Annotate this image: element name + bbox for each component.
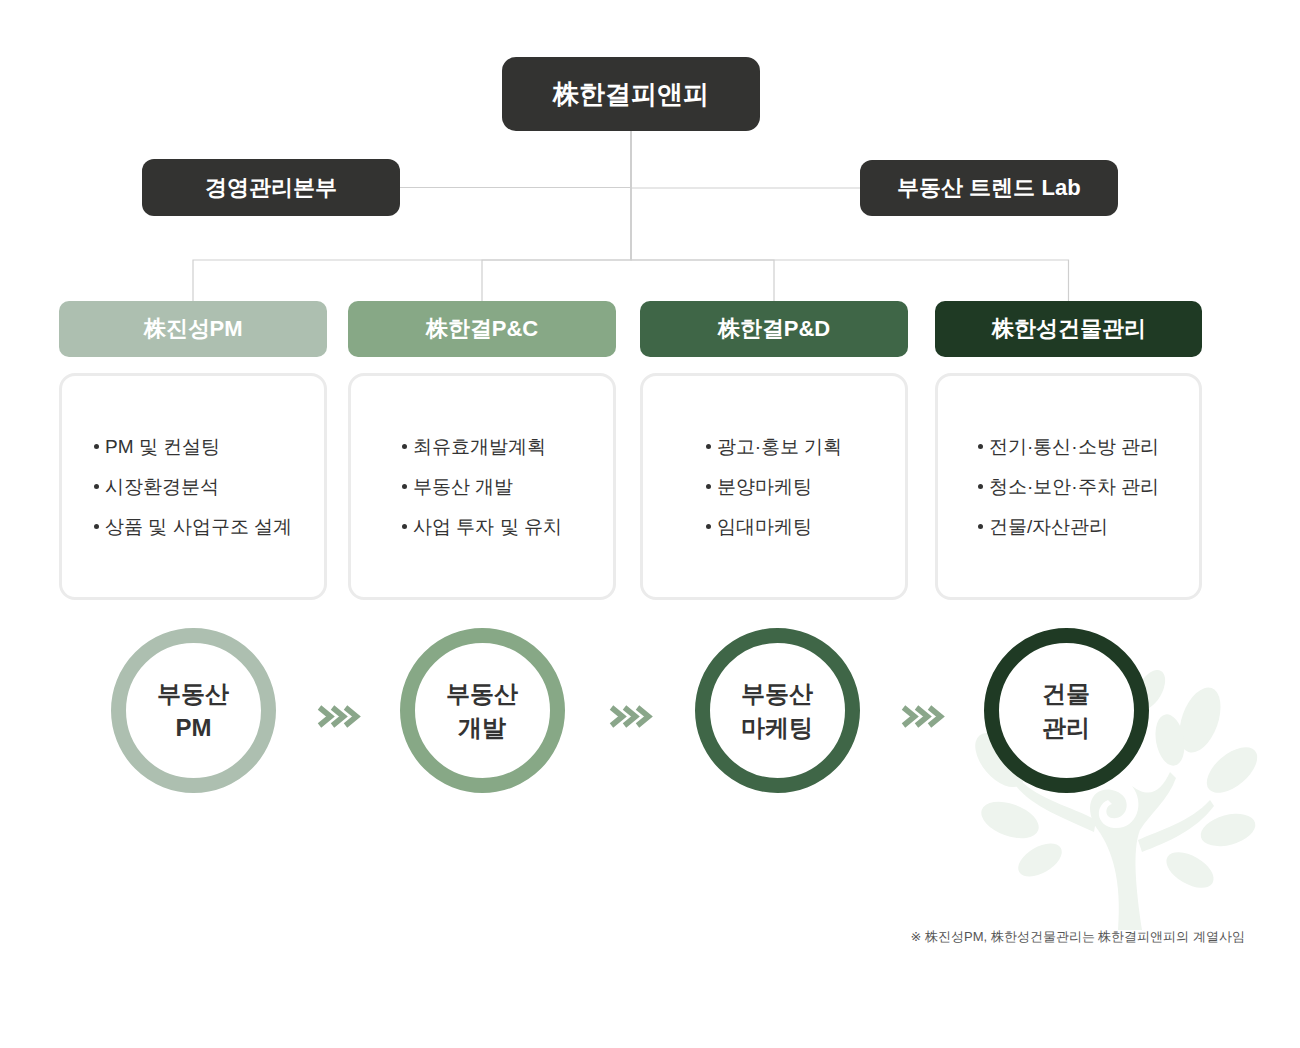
- service-text: 분양마케팅: [717, 474, 812, 500]
- org-line: [631, 131, 1069, 301]
- division-box: 부동산 트렌드 Lab: [860, 160, 1118, 216]
- chevron-stroke: [904, 708, 915, 726]
- company-box: 株한결피앤피: [502, 57, 760, 131]
- bullet-item: PM 및 컨설팅: [94, 434, 292, 460]
- org-line: [193, 131, 631, 301]
- chevron-stroke: [638, 708, 649, 726]
- bullet-item: 부동산 개발: [402, 474, 562, 500]
- footnote: ※ 株진성PM, 株한성건물관리는 株한결피앤피의 계열사임: [911, 928, 1245, 946]
- flow-chevron: [904, 708, 941, 726]
- service-text: 최유효개발계획: [413, 434, 546, 460]
- org-line-path: [631, 131, 774, 301]
- box-label: 株진성PM: [144, 314, 243, 344]
- service-text: 임대마케팅: [717, 514, 812, 540]
- affiliate-header: 株진성PM: [59, 301, 327, 357]
- bullet-item: 분양마케팅: [706, 474, 843, 500]
- bullet-dot: [94, 444, 99, 449]
- org-line-path: [193, 131, 631, 301]
- chevron-stroke: [346, 708, 357, 726]
- bullet-dot: [978, 444, 983, 449]
- bullet-dot: [402, 444, 407, 449]
- service-card: 최유효개발계획부동산 개발사업 투자 및 유치: [348, 373, 616, 600]
- chevron-stroke: [333, 708, 344, 726]
- chevron-stroke: [320, 708, 331, 726]
- division-box: 경영관리본부: [142, 159, 400, 216]
- bullet-list: 광고·홍보 기획분양마케팅임대마케팅: [706, 434, 843, 540]
- service-text: 건물/자산관리: [989, 514, 1108, 540]
- flow-chevron: [320, 708, 357, 726]
- service-text: 상품 및 사업구조 설계: [105, 514, 292, 540]
- stage-label: 부동산 개발: [439, 677, 525, 744]
- bullet-item: 임대마케팅: [706, 514, 843, 540]
- bullet-item: 건물/자산관리: [978, 514, 1159, 540]
- stage-label: 부동산 PM: [150, 677, 236, 744]
- org-line-path: [631, 131, 1069, 301]
- bullet-dot: [978, 484, 983, 489]
- org-line: [400, 131, 631, 188]
- bullet-dot: [402, 484, 407, 489]
- chevron-stroke: [917, 708, 928, 726]
- stage-label: 건물 관리: [1023, 677, 1109, 744]
- org-line-path: [482, 131, 631, 301]
- box-label: 경영관리본부: [205, 173, 337, 203]
- affiliate-header: 株한결P&D: [640, 301, 908, 357]
- service-text: 전기·통신·소방 관리: [989, 434, 1159, 460]
- bullet-dot: [94, 524, 99, 529]
- service-card: PM 및 컨설팅시장환경분석상품 및 사업구조 설계: [59, 373, 327, 600]
- service-text: 광고·홍보 기획: [717, 434, 843, 460]
- affiliate-header: 株한결P&C: [348, 301, 616, 357]
- stage-circle: 부동산 PM: [111, 628, 276, 793]
- box-label: 株한성건물관리: [992, 314, 1146, 344]
- bullet-dot: [978, 524, 983, 529]
- bullet-list: PM 및 컨설팅시장환경분석상품 및 사업구조 설계: [94, 434, 292, 540]
- stage-circle: 부동산 마케팅: [695, 628, 860, 793]
- bullet-item: 광고·홍보 기획: [706, 434, 843, 460]
- bullet-list: 최유효개발계획부동산 개발사업 투자 및 유치: [402, 434, 562, 540]
- org-line: [631, 131, 860, 188]
- org-line: [482, 131, 631, 301]
- service-card: 전기·통신·소방 관리청소·보안·주차 관리건물/자산관리: [935, 373, 1202, 600]
- service-text: 청소·보안·주차 관리: [989, 474, 1159, 500]
- chevron-stroke: [612, 708, 623, 726]
- box-label: 株한결P&D: [718, 314, 830, 344]
- chevron-stroke: [930, 708, 941, 726]
- bullet-dot: [706, 484, 711, 489]
- bullet-dot: [94, 484, 99, 489]
- stage-circle: 건물 관리: [984, 628, 1149, 793]
- flow-chevron: [612, 708, 649, 726]
- bullet-dot: [706, 524, 711, 529]
- chevron-stroke: [625, 708, 636, 726]
- bullet-item: 전기·통신·소방 관리: [978, 434, 1159, 460]
- box-label: 부동산 트렌드 Lab: [897, 173, 1080, 203]
- service-text: 부동산 개발: [413, 474, 513, 500]
- box-label: 株한결피앤피: [553, 77, 709, 112]
- bullet-dot: [402, 524, 407, 529]
- bullet-item: 최유효개발계획: [402, 434, 562, 460]
- service-text: 시장환경분석: [105, 474, 219, 500]
- bullet-list: 전기·통신·소방 관리청소·보안·주차 관리건물/자산관리: [978, 434, 1159, 540]
- stage-label: 부동산 마케팅: [734, 677, 820, 744]
- box-label: 株한결P&C: [426, 314, 538, 344]
- service-text: 사업 투자 및 유치: [413, 514, 562, 540]
- org-line-path: [631, 131, 860, 188]
- bullet-item: 청소·보안·주차 관리: [978, 474, 1159, 500]
- service-card: 광고·홍보 기획분양마케팅임대마케팅: [640, 373, 908, 600]
- org-line: [631, 131, 774, 301]
- stage-circle: 부동산 개발: [400, 628, 565, 793]
- bullet-dot: [706, 444, 711, 449]
- bullet-item: 시장환경분석: [94, 474, 292, 500]
- bullet-item: 사업 투자 및 유치: [402, 514, 562, 540]
- service-text: PM 및 컨설팅: [105, 434, 220, 460]
- affiliate-header: 株한성건물관리: [935, 301, 1202, 357]
- org-line-path: [400, 131, 631, 188]
- bullet-item: 상품 및 사업구조 설계: [94, 514, 292, 540]
